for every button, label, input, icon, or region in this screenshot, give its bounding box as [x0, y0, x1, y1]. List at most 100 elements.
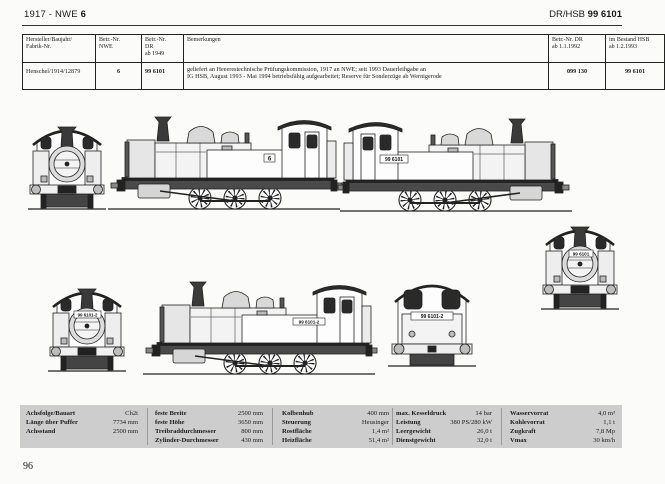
- spec-separator: [501, 408, 502, 445]
- side-view-drawing-upper-right: [338, 119, 572, 211]
- spec-row: Achsstand 2500 mm: [26, 427, 138, 436]
- spec-row: Heizfläche 51,4 m²: [282, 436, 389, 445]
- spec-separator: [392, 408, 393, 445]
- number-plate: 99 6101-2: [73, 310, 102, 319]
- spec-label: feste Breite: [155, 410, 187, 417]
- spec-row: Dienstgewicht 32,0 t: [396, 436, 492, 445]
- plate-frame: [292, 317, 326, 326]
- plate-frame: [410, 311, 454, 321]
- spec-value: 32,0 t: [476, 437, 492, 444]
- spec-value: Ch2t: [125, 410, 138, 417]
- spec-separator: [272, 408, 273, 445]
- spec-value: 30 km/h: [593, 437, 615, 444]
- spec-label: Achsstand: [26, 428, 56, 435]
- table-row: Henschel/1914/12879 6 99 6101 geliefert …: [22, 62, 665, 90]
- buffer-right: [459, 343, 471, 355]
- spec-label: Treibraddurchmesser: [155, 428, 217, 435]
- side-view-drawing-lower: [143, 282, 377, 374]
- header-rule: [22, 25, 622, 26]
- side-view-drawing-upper: [108, 117, 342, 209]
- plate-text: 99 6101-2: [299, 319, 320, 324]
- spec-label: Heizfläche: [282, 437, 312, 444]
- spec-value: 14 bar: [475, 410, 492, 417]
- spec-label: feste Höhe: [155, 419, 185, 426]
- spec-label: Steuerung: [282, 419, 311, 426]
- header-dr-number: 99 6101: [587, 9, 622, 20]
- header-hsb-stock: im Bestand HSB ab 1.2.1993: [605, 34, 665, 63]
- spec-row: Treibraddurchmesser 800 mm: [155, 427, 263, 436]
- spec-label: Zylinder-Durchmesser: [155, 437, 219, 444]
- cell-hsb-stock: 99 6101: [605, 62, 665, 90]
- rear-view-drawing: 99 6101-2: [388, 284, 476, 367]
- header-dr-number-1949: Betr.-Nr. DR ab 1949: [141, 34, 184, 63]
- number-plate: 99 6101-2: [292, 317, 326, 326]
- spec-value: 2500 mm: [112, 428, 138, 435]
- cell-nwe-number: 6: [95, 62, 142, 90]
- plate-text: 6: [268, 156, 272, 162]
- spec-value: 7,8 Mp: [595, 428, 615, 435]
- front-view-drawing-upper: [26, 125, 108, 211]
- spec-row: Steuerung Heusinger: [282, 418, 389, 427]
- cell-dr-number-1992: 099 130: [548, 62, 606, 90]
- spec-label: Leergewicht: [396, 428, 431, 435]
- spec-row: feste Höhe 3650 mm: [155, 418, 263, 427]
- plate-frame: [379, 154, 409, 164]
- cell-remarks: geliefert an Heeerestechnische Prüfungsk…: [183, 62, 549, 90]
- spec-row: Vmax 30 km/h: [510, 436, 615, 445]
- spec-row: Achsfolge/Bauart Ch2t: [26, 409, 138, 418]
- spec-value: 4,0 m³: [598, 410, 615, 417]
- spec-label: Wasservorrat: [510, 410, 549, 417]
- number-plate: 6: [263, 153, 276, 162]
- header-nwe-number: 6: [80, 9, 87, 20]
- spec-value: 7734 mm: [112, 419, 138, 426]
- plate-frame: [73, 310, 102, 319]
- coupler: [427, 345, 437, 353]
- plate-text: 99 6101-2: [78, 312, 98, 317]
- rear-window-left: [403, 289, 423, 310]
- spec-label: Achsfolge/Bauart: [26, 410, 76, 417]
- header-manufacturer: Hersteller/Baujahr/ Fabrik-Nr.: [22, 34, 96, 63]
- header-remarks: Bemerkungen: [183, 34, 549, 63]
- lamp-left: [408, 330, 416, 338]
- spec-label: Vmax: [510, 437, 527, 444]
- spec-value: 26,0 t: [476, 428, 492, 435]
- front-view-drawing-right: [539, 225, 621, 311]
- page-header-right: DR/HSB 99 6101: [549, 9, 622, 20]
- plate-text: 99 6101: [573, 251, 590, 256]
- spec-value: 3650 mm: [237, 419, 263, 426]
- locomotive-drawings: 6 99 6101 99 6101 99 6101-2 99 6101-2: [26, 0, 621, 484]
- plate-text: 99 6101-2: [421, 314, 444, 320]
- spec-value: 1,4 m²: [372, 428, 389, 435]
- spec-value: 1,1 t: [603, 419, 615, 426]
- header-year-railway: 1917 - NWE: [24, 9, 78, 20]
- page-number: 96: [23, 461, 33, 472]
- spec-label: Dienstgewicht: [396, 437, 436, 444]
- number-plate: 99 6101: [379, 154, 409, 164]
- plate-frame: [568, 249, 594, 258]
- spec-label: Leistung: [396, 419, 421, 426]
- plate-text: 99 6101: [385, 157, 403, 163]
- spec-value: 51,4 m²: [368, 437, 389, 444]
- page-header-left: 1917 - NWE 6: [24, 9, 86, 20]
- vehicle-register-table: Hersteller/Baujahr/ Fabrik-Nr. Betr.-Nr.…: [22, 34, 665, 90]
- table-header-row: Hersteller/Baujahr/ Fabrik-Nr. Betr.-Nr.…: [22, 34, 665, 63]
- header-operator: DR/HSB: [549, 9, 586, 20]
- spec-label: Zugkraft: [510, 428, 536, 435]
- buffer-left: [393, 343, 405, 355]
- cab-roof: [394, 284, 470, 303]
- header-nwe-number: Betr.-Nr. NWE: [95, 34, 142, 63]
- spec-value: 430 mm: [241, 437, 263, 444]
- spec-value: Heusinger: [361, 419, 389, 426]
- spec-value: 800 mm: [241, 428, 263, 435]
- spec-row: Zugkraft 7,8 Mp: [510, 427, 615, 436]
